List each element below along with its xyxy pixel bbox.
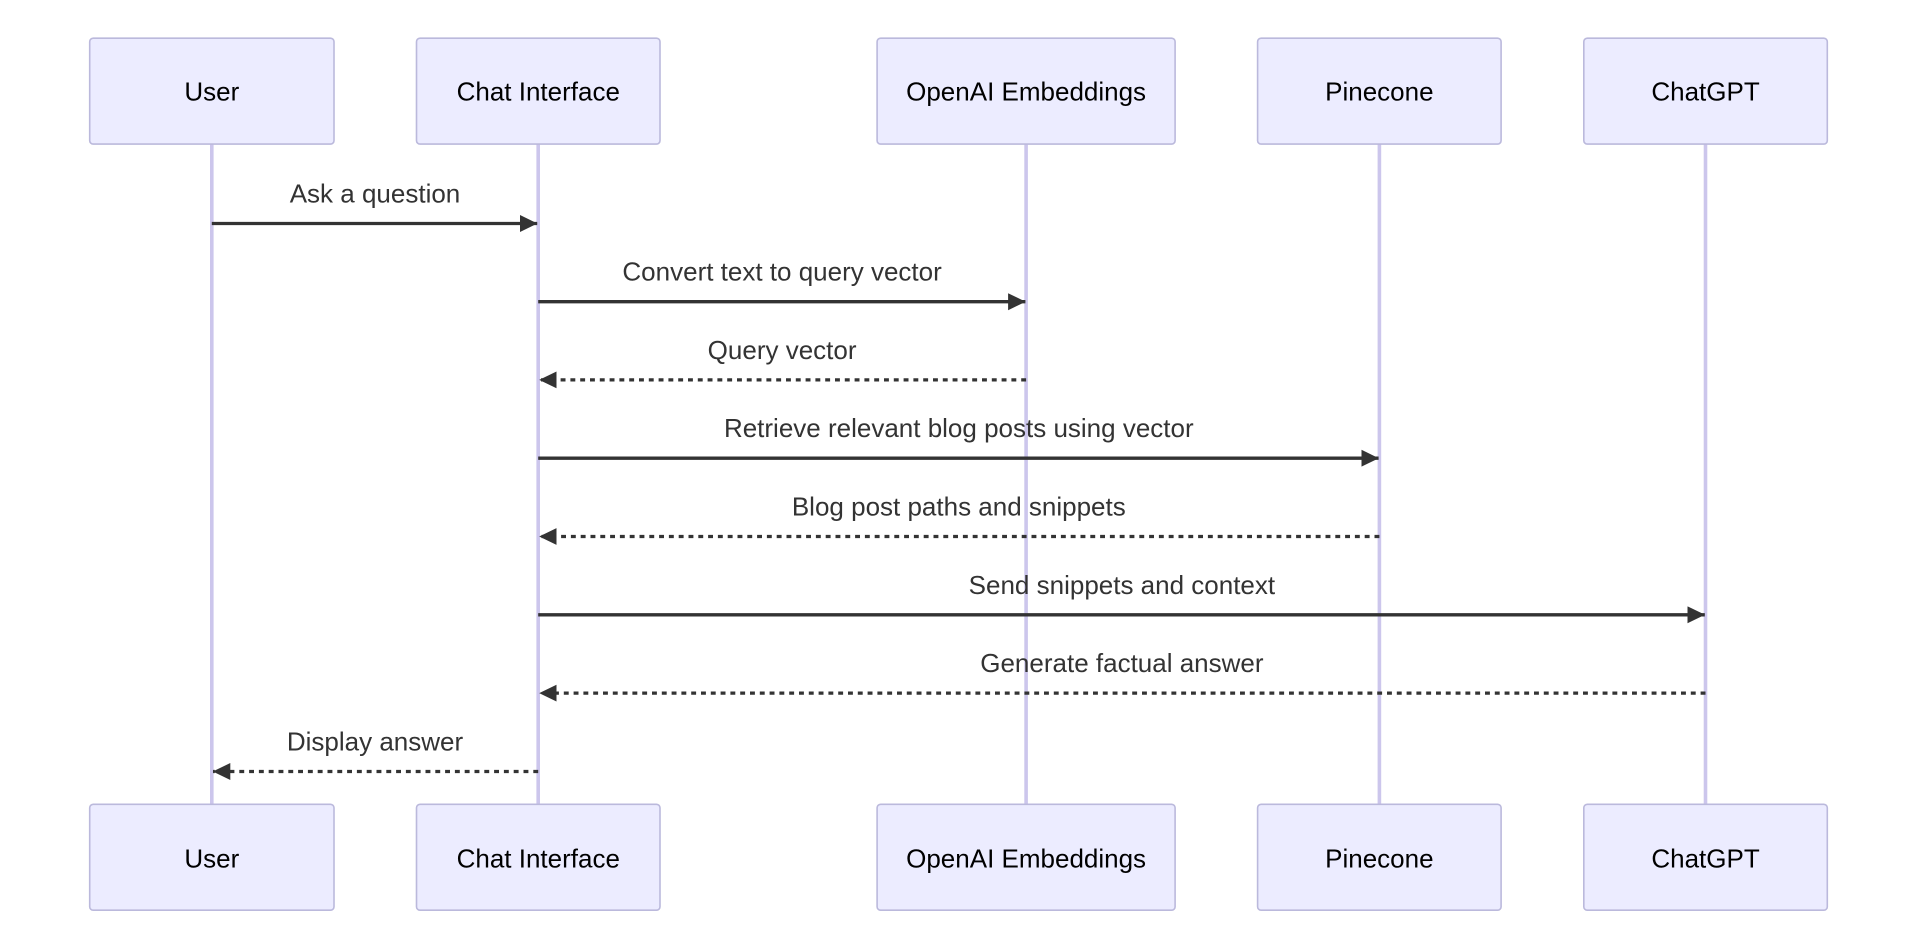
svg-text:Pinecone: Pinecone (1325, 77, 1433, 107)
svg-text:Send snippets and context: Send snippets and context (969, 570, 1276, 600)
svg-text:Display answer: Display answer (287, 727, 464, 757)
svg-text:OpenAI Embeddings: OpenAI Embeddings (906, 843, 1146, 873)
svg-text:Chat Interface: Chat Interface (457, 843, 620, 873)
svg-text:ChatGPT: ChatGPT (1651, 843, 1759, 873)
svg-text:Query vector: Query vector (708, 335, 857, 365)
svg-text:Ask a question: Ask a question (290, 179, 461, 209)
svg-text:Retrieve relevant blog posts u: Retrieve relevant blog posts using vecto… (724, 413, 1194, 443)
svg-text:ChatGPT: ChatGPT (1651, 77, 1759, 107)
svg-text:User: User (184, 843, 239, 873)
svg-text:OpenAI Embeddings: OpenAI Embeddings (906, 77, 1146, 107)
svg-text:Generate factual answer: Generate factual answer (980, 648, 1264, 678)
svg-text:Convert text to query vector: Convert text to query vector (622, 257, 942, 287)
svg-text:User: User (184, 77, 239, 107)
svg-text:Pinecone: Pinecone (1325, 843, 1433, 873)
svg-text:Blog post paths and snippets: Blog post paths and snippets (792, 492, 1126, 522)
svg-text:Chat Interface: Chat Interface (457, 77, 620, 107)
